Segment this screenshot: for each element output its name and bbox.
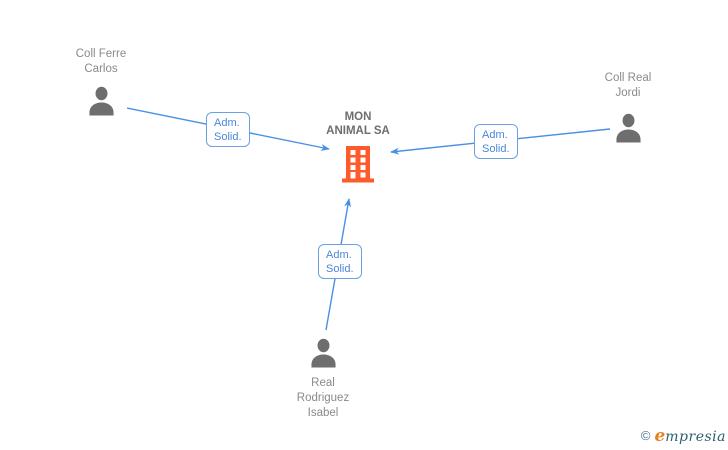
person-name-line: Jordi	[615, 87, 641, 99]
empresia-logo-text: mpresia	[665, 429, 726, 445]
company-name: MON ANIMAL SA	[326, 110, 390, 138]
empresia-logo-initial: e	[654, 426, 666, 446]
person-node-coll-real-jordi[interactable]: Coll Real Jordi	[568, 71, 688, 143]
copyright-icon: ©	[640, 428, 651, 443]
person-name: Coll Ferre Carlos	[76, 47, 126, 77]
company-node-mon-animal-sa[interactable]: MON ANIMAL SA	[298, 110, 418, 185]
edge-label-line: Solid.	[214, 131, 242, 143]
person-name-line: Coll Real	[604, 72, 652, 84]
person-name-line: Real	[311, 377, 335, 389]
edge-label-line: Solid.	[326, 263, 354, 275]
person-name-line: Rodriguez	[296, 392, 350, 404]
company-name-line: ANIMAL SA	[326, 125, 390, 137]
edge-label-adm-solid-1: Adm. Solid.	[206, 112, 250, 147]
person-name: Coll Real Jordi	[605, 71, 652, 101]
edge-label-line: Adm.	[482, 129, 508, 141]
edge-label-line: Adm.	[326, 249, 352, 261]
person-node-real-rodriguez-isabel[interactable]: Real Rodriguez Isabel	[263, 338, 383, 421]
person-node-coll-ferre-carlos[interactable]: Coll Ferre Carlos	[41, 47, 161, 116]
person-name-line: Carlos	[84, 63, 118, 75]
building-icon	[338, 145, 378, 185]
person-name-line: Isabel	[307, 407, 339, 419]
person-name-line: Coll Ferre	[75, 48, 127, 60]
empresia-logo: ©empresia	[641, 427, 726, 446]
person-icon	[310, 338, 337, 368]
edge-label-line: Adm.	[214, 117, 240, 129]
edge-label-line: Solid.	[482, 143, 510, 155]
company-name-line: MON	[344, 111, 372, 123]
edge-label-adm-solid-2: Adm. Solid.	[474, 124, 518, 159]
person-icon	[88, 86, 115, 116]
edge-label-adm-solid-3: Adm. Solid.	[318, 244, 362, 279]
person-name: Real Rodriguez Isabel	[297, 376, 349, 421]
person-icon	[615, 113, 642, 143]
